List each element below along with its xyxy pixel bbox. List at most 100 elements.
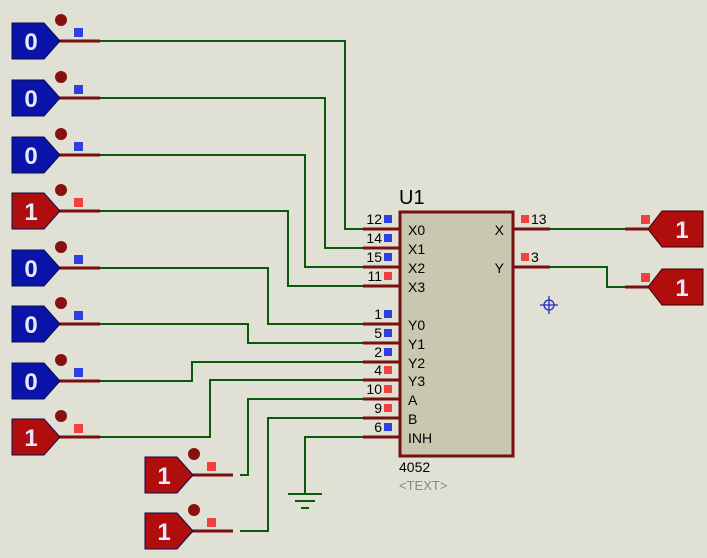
- toggle-icon[interactable]: [55, 297, 67, 309]
- source-body[interactable]: [11, 418, 61, 456]
- pin-y3[interactable]: 4Y3: [363, 362, 425, 389]
- logic-state-source[interactable]: 0: [11, 71, 100, 117]
- wire[interactable]: [304, 436, 363, 494]
- logic-state-source[interactable]: 0: [11, 354, 100, 400]
- toggle-icon[interactable]: [55, 71, 67, 83]
- probe-value: 1: [675, 217, 688, 244]
- source-body[interactable]: [11, 192, 61, 230]
- pin-number: 5: [374, 325, 382, 341]
- logic-state-source[interactable]: 0: [11, 297, 100, 343]
- pin-state-indicator: [384, 234, 392, 242]
- pin-number: 12: [366, 211, 382, 227]
- pin-b[interactable]: 9B: [363, 400, 417, 427]
- state-indicator: [74, 85, 83, 94]
- logic-state-source[interactable]: 1: [144, 448, 233, 494]
- wire[interactable]: [550, 266, 625, 288]
- pin-y1[interactable]: 5Y1: [363, 325, 425, 352]
- ground-symbol: [288, 493, 322, 509]
- pin-name: B: [408, 411, 417, 427]
- pin-state-indicator: [384, 366, 392, 374]
- pin-state-indicator: [384, 253, 392, 261]
- pin-name: Y: [495, 260, 505, 276]
- wire[interactable]: [100, 40, 363, 230]
- logic-state-source[interactable]: 0: [11, 241, 100, 287]
- state-indicator: [74, 311, 83, 320]
- wire[interactable]: [100, 154, 363, 268]
- toggle-icon[interactable]: [55, 128, 67, 140]
- state-indicator: [74, 424, 83, 433]
- pin-state-indicator: [521, 253, 529, 261]
- logic-state-source[interactable]: 1: [144, 504, 233, 550]
- source-body[interactable]: [11, 305, 61, 343]
- pin-number: 11: [367, 268, 382, 284]
- pin-y[interactable]: 3Y: [495, 249, 550, 276]
- source-body[interactable]: [11, 249, 61, 287]
- pin-state-indicator: [384, 310, 392, 318]
- toggle-icon[interactable]: [55, 241, 67, 253]
- chip-part: 4052: [399, 459, 430, 475]
- pin-number: 1: [374, 306, 382, 322]
- logic-state-source[interactable]: 0: [11, 14, 100, 60]
- wire[interactable]: [100, 267, 363, 325]
- source-body[interactable]: [144, 512, 194, 550]
- source-body[interactable]: [11, 136, 61, 174]
- wire[interactable]: [100, 361, 363, 382]
- pin-number: 3: [531, 249, 539, 265]
- pin-state-indicator: [384, 329, 392, 337]
- logic-probe-output[interactable]: 1: [625, 268, 704, 306]
- pin-number: 9: [374, 400, 382, 416]
- pin-y2[interactable]: 2Y2: [363, 344, 425, 371]
- origin-crosshair-icon: [540, 296, 558, 314]
- pin-y0[interactable]: 1Y0: [363, 306, 425, 333]
- logic-state-source[interactable]: 0: [11, 128, 100, 174]
- logic-probe-output[interactable]: 1: [625, 210, 704, 248]
- state-indicator: [641, 273, 650, 282]
- pin-number: 4: [374, 362, 382, 378]
- wire[interactable]: [100, 97, 363, 249]
- pin-number: 2: [374, 344, 382, 360]
- source-body[interactable]: [11, 79, 61, 117]
- logic-state-source[interactable]: 1: [11, 410, 100, 456]
- pin-state-indicator: [521, 215, 529, 223]
- chip-body[interactable]: [398, 210, 515, 458]
- state-indicator: [74, 198, 83, 207]
- source-value: 1: [24, 199, 37, 226]
- chip-u1[interactable]: U1 4052 <TEXT>: [398, 187, 515, 493]
- pin-name: X: [495, 222, 505, 238]
- state-indicator: [74, 368, 83, 377]
- wires: [100, 40, 625, 532]
- state-indicator: [74, 28, 83, 37]
- pin-name: X3: [408, 279, 425, 295]
- pin-x[interactable]: 13X: [495, 211, 550, 238]
- toggle-icon[interactable]: [55, 184, 67, 196]
- toggle-icon[interactable]: [188, 448, 200, 460]
- source-value: 0: [24, 86, 37, 113]
- toggle-icon[interactable]: [55, 14, 67, 26]
- wire[interactable]: [240, 417, 363, 532]
- pin-a[interactable]: 10A: [363, 381, 418, 408]
- wire[interactable]: [240, 398, 363, 476]
- pin-number: 14: [366, 230, 382, 246]
- source-body[interactable]: [144, 456, 194, 494]
- chip-ref: U1: [399, 187, 425, 209]
- wire[interactable]: [100, 323, 363, 344]
- toggle-icon[interactable]: [188, 504, 200, 516]
- wire[interactable]: [100, 379, 363, 438]
- pin-name: A: [408, 392, 418, 408]
- toggle-icon[interactable]: [55, 354, 67, 366]
- pin-name: INH: [408, 430, 432, 446]
- wire[interactable]: [100, 210, 363, 287]
- logic-state-source[interactable]: 1: [11, 184, 100, 230]
- pin-name: Y0: [408, 317, 425, 333]
- source-body[interactable]: [11, 362, 61, 400]
- pin-number: 15: [366, 249, 382, 265]
- source-body[interactable]: [11, 22, 61, 60]
- pin-name: Y2: [408, 355, 425, 371]
- toggle-icon[interactable]: [55, 410, 67, 422]
